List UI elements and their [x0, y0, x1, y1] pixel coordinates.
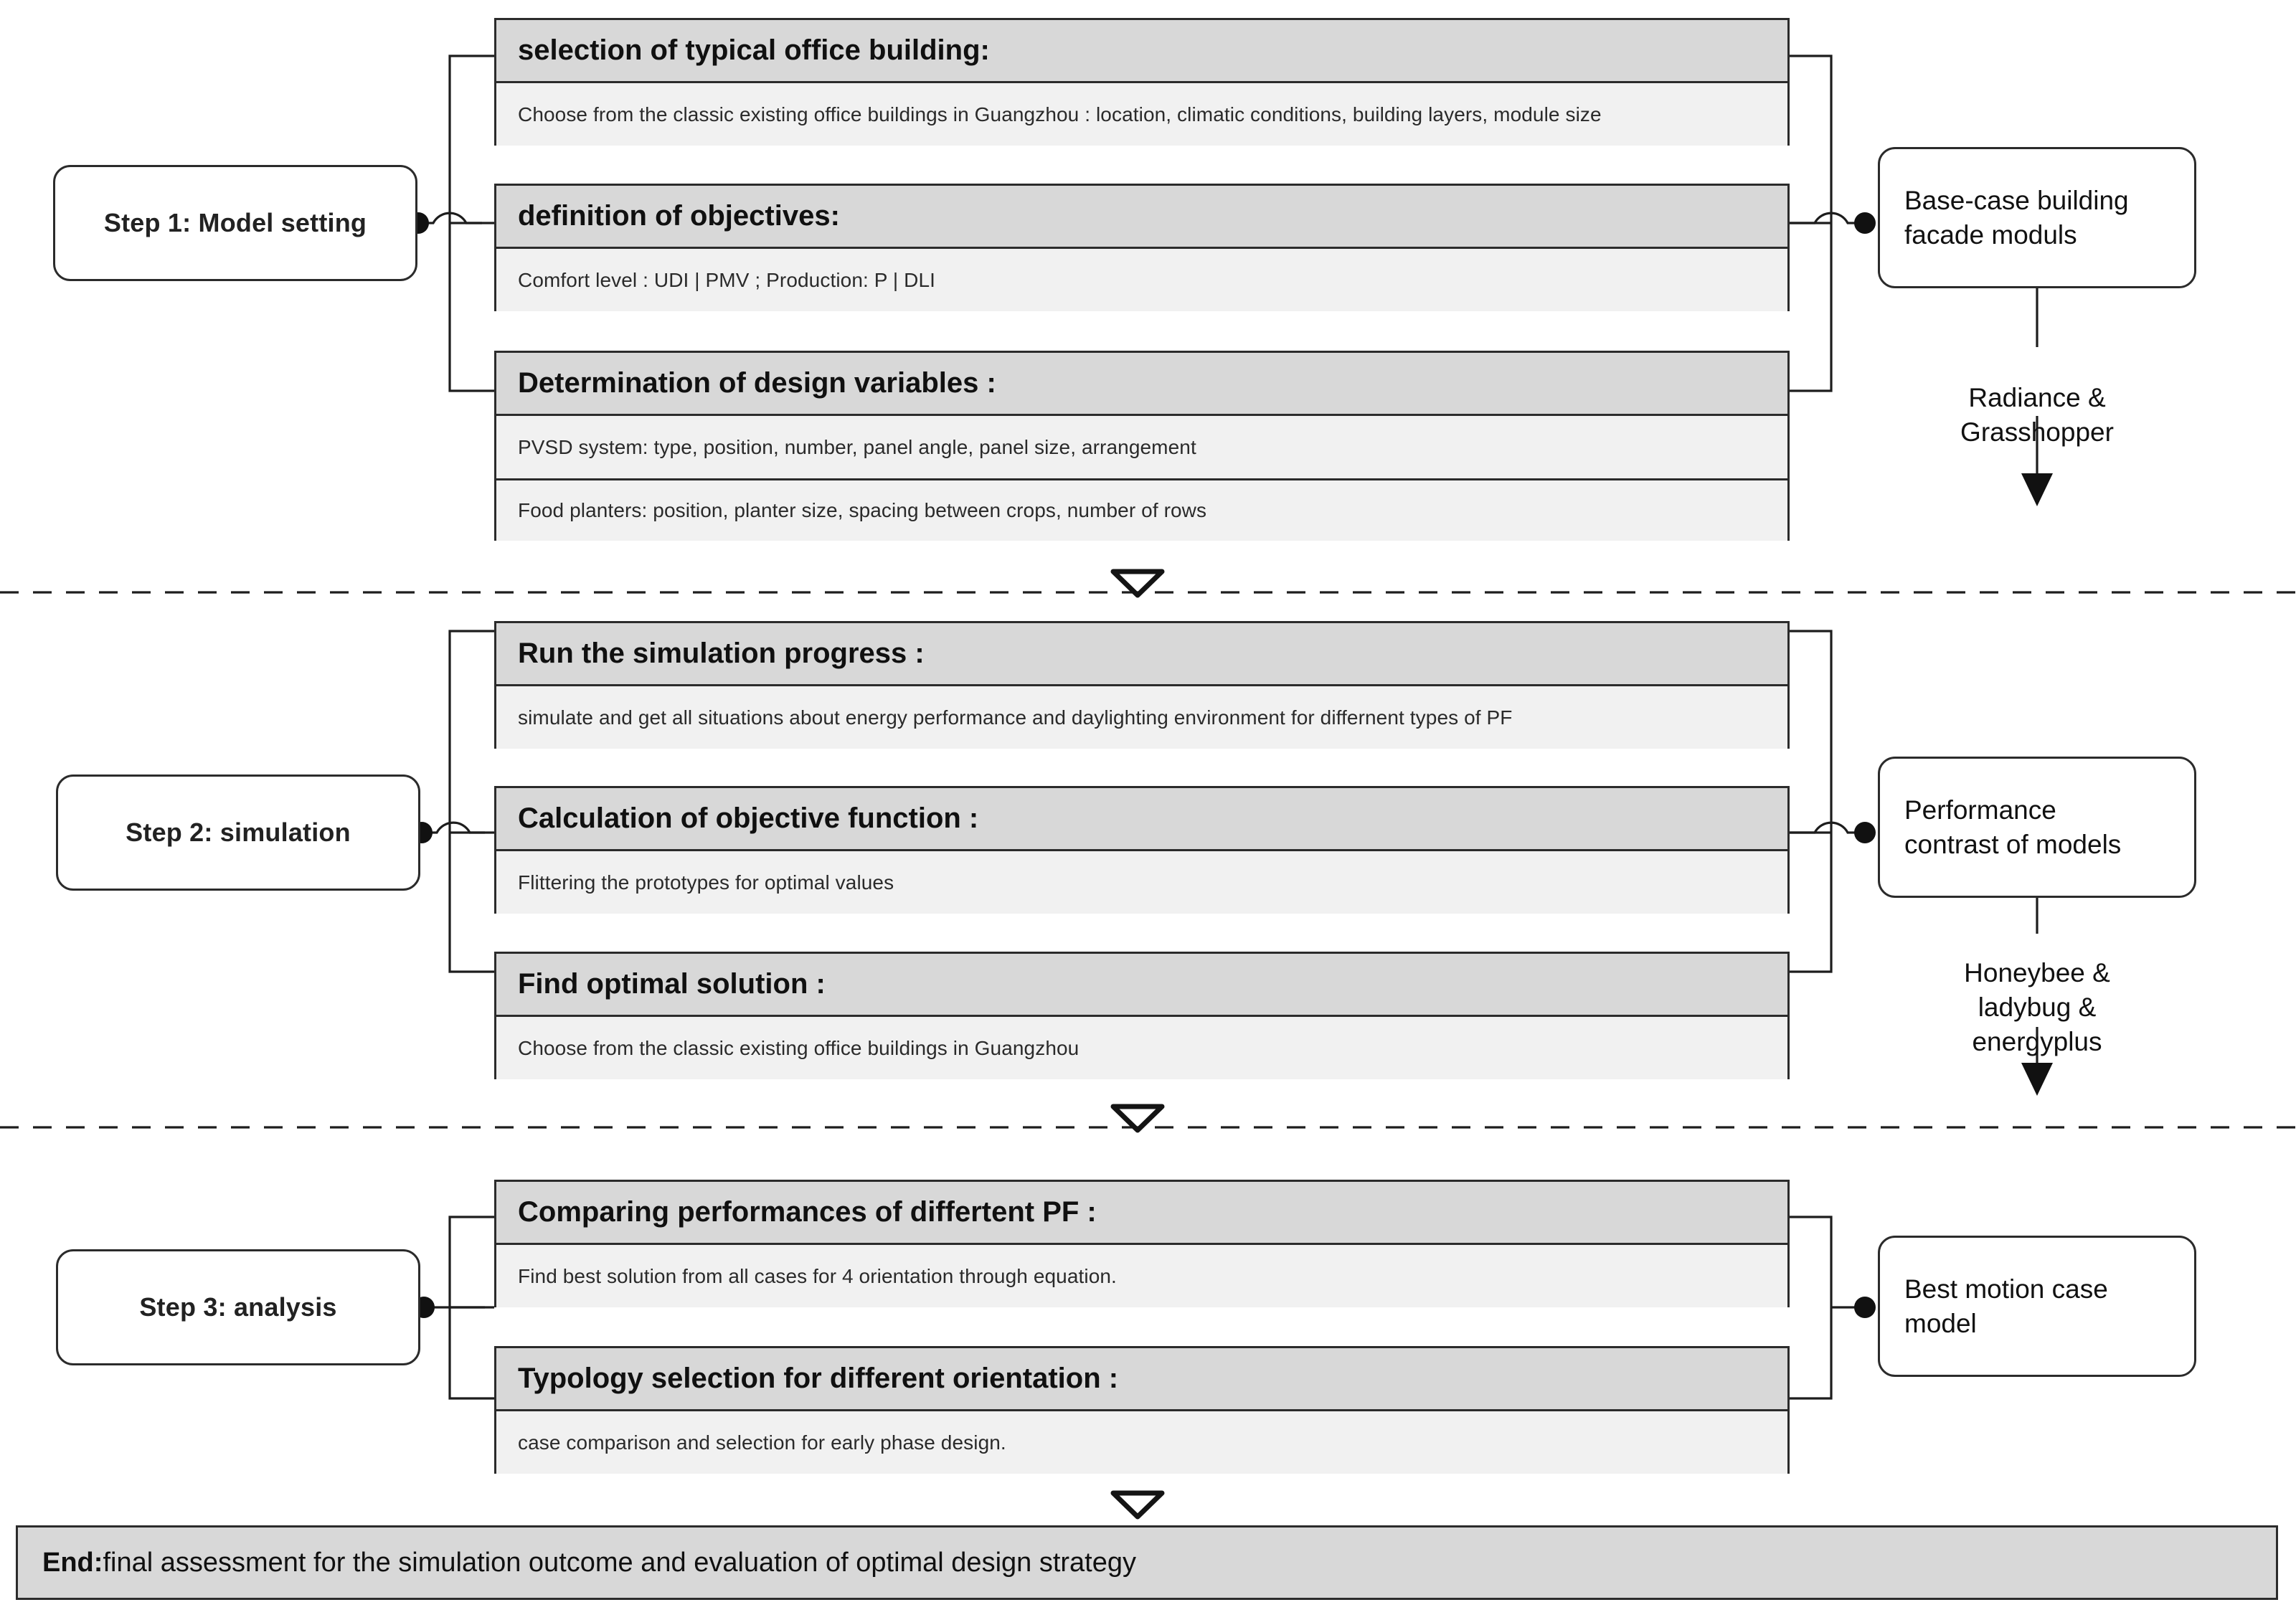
card-body-selection-of-typical-office-building-row1: Choose from the classic existing office … — [496, 83, 1787, 146]
card-head-run-the-simulation-progress[interactable]: Run the simulation progress : — [496, 623, 1787, 686]
card-body-typology-selection-for-different-orientation-row1: case comparison and selection for early … — [496, 1411, 1787, 1474]
end-bar: End: final assessment for the simulation… — [16, 1525, 2278, 1600]
end-bar-prefix: End: — [42, 1547, 103, 1578]
result-step1-label: Base-case building facade moduls — [1904, 186, 2129, 250]
step3-label: Step 3: analysis — [139, 1292, 337, 1322]
card-head-find-optimal-solution[interactable]: Find optimal solution : — [496, 954, 1787, 1017]
card-body-determination-of-design-variables-row1: PVSD system: type, position, number, pan… — [496, 416, 1787, 478]
divider-2-triangle-icon — [1110, 1104, 1165, 1133]
card-head-determination-of-design-variables[interactable]: Determination of design variables : — [496, 353, 1787, 416]
card-group-step1-3: Determination of design variables : PVSD… — [494, 351, 1790, 541]
card-group-step3-1: Comparing performances of differtent PF … — [494, 1180, 1790, 1307]
card-group-step2-3: Find optimal solution : Choose from the … — [494, 952, 1790, 1079]
card-body-run-the-simulation-progress-row1: simulate and get all situations about en… — [496, 686, 1787, 749]
tool-label-step2: Honeybee & ladybug & energyplus — [1878, 922, 2196, 1059]
step2-bracket-to-result — [1788, 821, 1863, 834]
step3-right-bracket — [1788, 1216, 1833, 1400]
step2-result-dot — [1854, 822, 1876, 843]
step3-result-dot — [1854, 1297, 1876, 1318]
step1-result-dot — [1854, 212, 1876, 234]
step-pill-step1[interactable]: Step 1: Model setting — [53, 165, 417, 281]
card-body-calculation-of-objective-function-row1: Flittering the prototypes for optimal va… — [496, 851, 1787, 914]
card-group-step2-2: Calculation of objective function : Flit… — [494, 786, 1790, 914]
card-head-comparing-performances-of-different-pf[interactable]: Comparing performances of differtent PF … — [496, 1182, 1787, 1245]
card-group-step3-2: Typology selection for different orienta… — [494, 1346, 1790, 1474]
card-head-calculation-of-objective-function[interactable]: Calculation of objective function : — [496, 788, 1787, 851]
card-group-step1-2: definition of objectives: Comfort level … — [494, 184, 1790, 311]
step1-pill-to-bracket — [420, 212, 482, 224]
card-body-find-optimal-solution-row1: Choose from the classic existing office … — [496, 1017, 1787, 1079]
card-group-step2-1: Run the simulation progress : simulate a… — [494, 621, 1790, 749]
card-body-determination-of-design-variables-row2: Food planters: position, planter size, s… — [496, 478, 1787, 541]
step2-right-bracket — [1788, 630, 1833, 973]
step2-arrow-head — [2021, 1063, 2053, 1096]
tool-label-step2-text: Honeybee & ladybug & energyplus — [1964, 958, 2110, 1057]
step2-label: Step 2: simulation — [126, 818, 351, 847]
result-pill-step2[interactable]: Performance contrast of models — [1878, 757, 2196, 898]
card-head-selection-of-typical-office-building[interactable]: selection of typical office building: — [496, 20, 1787, 83]
step1-right-bracket — [1788, 55, 1833, 392]
step1-left-bracket — [448, 55, 494, 392]
divider-1-triangle-icon — [1110, 569, 1165, 598]
result-pill-step3[interactable]: Best motion case model — [1878, 1236, 2196, 1377]
tool-label-step1-text: Radiance & Grasshopper — [1960, 383, 2114, 447]
step-pill-step3[interactable]: Step 3: analysis — [56, 1249, 420, 1365]
step1-label: Step 1: Model setting — [103, 208, 367, 237]
end-bar-text: final assessment for the simulation outc… — [103, 1547, 1137, 1578]
step2-left-bracket — [448, 630, 494, 973]
step3-left-bracket — [448, 1216, 494, 1400]
result-step2-label: Performance contrast of models — [1904, 795, 2122, 859]
divider-3-triangle-icon — [1110, 1490, 1165, 1520]
card-body-comparing-performances-of-different-pf-row1: Find best solution from all cases for 4 … — [496, 1245, 1787, 1307]
result-step3-label: Best motion case model — [1904, 1274, 2108, 1338]
card-body-definition-of-objectives-row1: Comfort level : UDI | PMV ; Production: … — [496, 249, 1787, 311]
step-pill-step2[interactable]: Step 2: simulation — [56, 775, 420, 891]
result-pill-step1[interactable]: Base-case building facade moduls — [1878, 147, 2196, 288]
tool-label-step1: Radiance & Grasshopper — [1878, 346, 2196, 450]
card-head-typology-selection-for-different-orientation[interactable]: Typology selection for different orienta… — [496, 1348, 1787, 1411]
step1-bracket-to-result — [1788, 212, 1863, 224]
step2-pill-to-bracket — [423, 821, 485, 834]
card-group-step1-1: selection of typical office building: Ch… — [494, 18, 1790, 146]
card-head-definition-of-objectives[interactable]: definition of objectives: — [496, 186, 1787, 249]
step1-arrow-head — [2021, 473, 2053, 506]
